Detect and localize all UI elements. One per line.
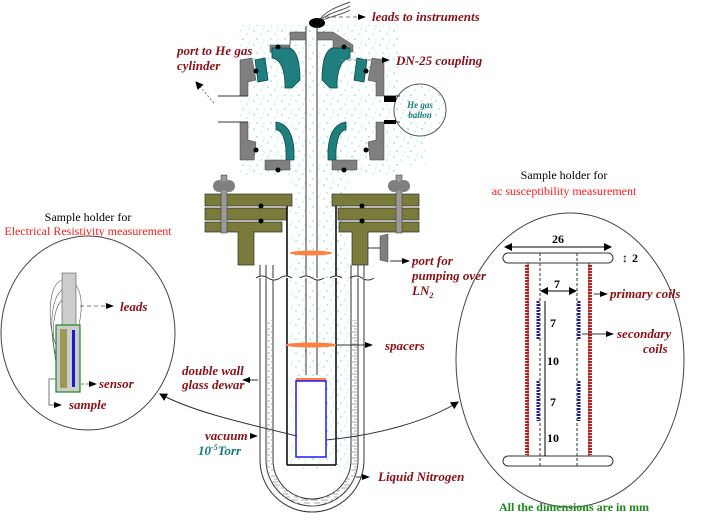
connector-to-susceptibility xyxy=(325,401,459,441)
label-secondary-2: coils xyxy=(643,341,668,356)
label-sample: sample xyxy=(68,397,107,412)
resistivity-holder-view: Sample holder for Electrical Resistivity… xyxy=(0,210,176,431)
label-secondary-1: secondary xyxy=(616,326,671,341)
label-dn25-coupling: DN-25 coupling xyxy=(395,53,483,68)
label-port-pumping-3: LN2 xyxy=(411,283,433,300)
label-leads-to-instruments: leads to instruments xyxy=(372,9,480,24)
units-note: All the dimensions are in mm xyxy=(499,500,649,514)
dim-thickness-arrow: ↕ xyxy=(622,251,628,265)
liquid-nitrogen xyxy=(266,320,358,506)
spacers xyxy=(285,250,337,381)
susceptibility-holder-view: Sample holder for ac susceptibility meas… xyxy=(455,168,685,514)
inner-tube xyxy=(286,206,337,466)
resistivity-header-2: Electrical Resistivity measurement xyxy=(4,224,172,238)
label-vacuum: vacuum xyxy=(205,428,248,443)
dim-gap-2: 10 xyxy=(547,431,559,445)
resistivity-magnifier xyxy=(0,235,176,431)
dim-secondary-1: 7 xyxy=(550,316,556,330)
label-port-pumping-2: pumping over xyxy=(411,268,487,283)
label-vacuum-pressure: 10-5Torr xyxy=(198,443,242,458)
label-port-pumping-1: port for xyxy=(411,253,454,268)
label-dewar-1: double wall xyxy=(182,363,244,378)
label-dewar-2: glass dewar xyxy=(181,377,245,392)
central-rod xyxy=(305,26,318,375)
he-gas-balloon: He gas ballon xyxy=(384,83,447,137)
dim-gap-1: 10 xyxy=(547,354,559,368)
dim-width: 26 xyxy=(552,232,564,246)
label-leads: leads xyxy=(120,299,147,314)
label-port-he-2: cylinder xyxy=(177,58,221,73)
dim-secondary-2: 7 xyxy=(550,395,556,409)
he-balloon-label-1: He gas xyxy=(406,100,433,110)
susceptibility-header-1: Sample holder for xyxy=(521,168,608,182)
dim-thickness: 2 xyxy=(632,251,638,265)
flange-bolts xyxy=(213,174,410,234)
feedthrough-seal xyxy=(309,18,325,28)
connector-to-resistivity xyxy=(159,393,298,437)
he-balloon-label-2: ballon xyxy=(408,110,432,120)
o-ring-dots xyxy=(253,44,369,173)
label-liquid-nitrogen: Liquid Nitrogen xyxy=(377,469,464,484)
dim-inner-diameter: 7 xyxy=(554,277,560,291)
sample-holder xyxy=(295,380,327,458)
label-spacers: spacers xyxy=(384,338,425,353)
label-sensor: sensor xyxy=(98,376,135,391)
label-primary-coils: primary coils xyxy=(609,286,680,301)
susceptibility-magnifier xyxy=(455,212,685,508)
pumping-port-valve xyxy=(368,233,389,263)
resistivity-header-1: Sample holder for xyxy=(45,210,132,224)
label-port-he-1: port to He gas xyxy=(176,43,252,58)
susceptibility-header-2: ac susceptibility measurement xyxy=(492,184,637,198)
break-marks xyxy=(255,275,375,281)
instrument-leads xyxy=(309,1,351,28)
